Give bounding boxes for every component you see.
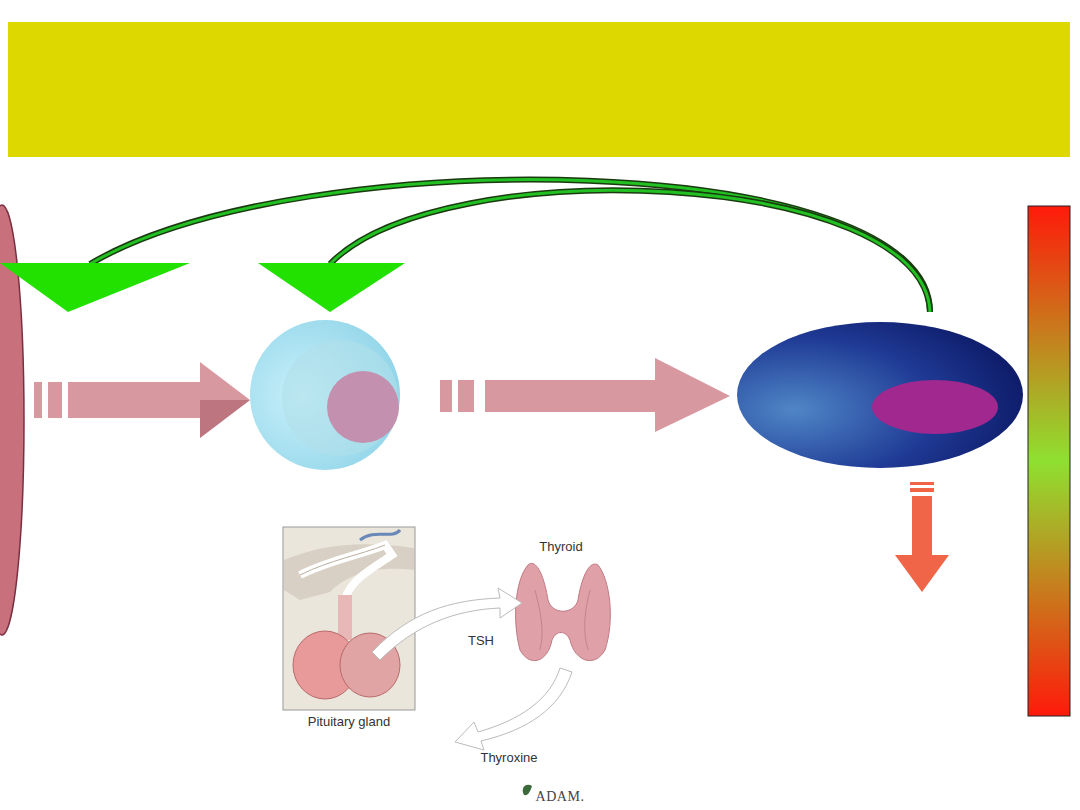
hormone-label: Thyroxine: [480, 750, 537, 766]
organ-label: Pituitary gland: [308, 714, 390, 730]
level-bar: [1028, 206, 1070, 716]
signal-arrow: [34, 362, 250, 438]
logo-leaf: [523, 785, 532, 795]
inhibition-head: [258, 263, 405, 312]
organ-label: Thyroid: [539, 539, 582, 555]
output-arrow: [895, 482, 949, 592]
feedback-curve: [90, 180, 930, 312]
signal-arrow: [440, 358, 730, 432]
cell-nucleus: [327, 371, 399, 443]
cell-nucleus: [872, 380, 998, 434]
pituitary-cell: [250, 320, 400, 470]
thyroid-cell: [737, 322, 1023, 468]
thyroid-illustration: [516, 563, 611, 660]
pituitary-illustration: [283, 527, 415, 710]
flow-arrow: [372, 588, 572, 750]
inhibition-head: [0, 263, 190, 312]
hormone-label: TSH: [468, 633, 494, 649]
logo-text: ADAM.: [536, 789, 585, 806]
title-banner: [8, 22, 1070, 157]
